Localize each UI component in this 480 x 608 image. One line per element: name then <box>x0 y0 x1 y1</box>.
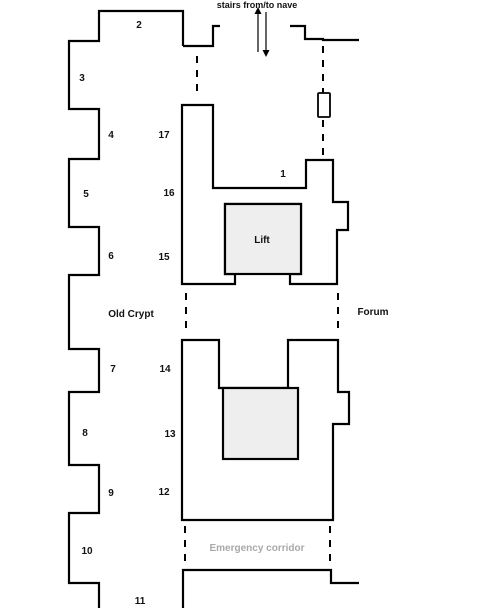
room-12: 12 <box>158 487 170 498</box>
lift-box <box>223 202 303 276</box>
room-5: 5 <box>83 189 89 200</box>
room-3: 3 <box>79 73 85 84</box>
room-7: 7 <box>110 364 116 375</box>
lift-label: Lift <box>254 235 270 246</box>
left-outer-wall <box>67 9 185 608</box>
room-8: 8 <box>82 428 88 439</box>
room-14: 14 <box>159 364 171 375</box>
room-10: 10 <box>81 546 93 557</box>
stairs-arrows-icon <box>254 7 270 57</box>
emergency-corridor-label: Emergency corridor <box>209 543 304 554</box>
forum-label: Forum <box>357 307 388 318</box>
old-crypt-label: Old Crypt <box>108 309 154 320</box>
door-symbol <box>317 92 331 118</box>
stair-left-wall <box>183 24 220 48</box>
room-6: 6 <box>108 251 114 262</box>
bottom-wall <box>181 568 359 608</box>
room-11: 11 <box>135 596 146 607</box>
room-17: 17 <box>158 130 170 141</box>
room-2: 2 <box>136 20 142 31</box>
lower-core-block <box>180 338 351 522</box>
room-13: 13 <box>164 429 176 440</box>
lower-service-box <box>221 386 300 461</box>
stair-right-wall <box>290 24 359 42</box>
room-15: 15 <box>158 252 170 263</box>
stairs-label: stairs from/to nave <box>217 0 298 10</box>
room-4: 4 <box>108 130 114 141</box>
room-16: 16 <box>163 188 175 199</box>
room-9: 9 <box>108 488 114 499</box>
room-1: 1 <box>280 169 286 180</box>
